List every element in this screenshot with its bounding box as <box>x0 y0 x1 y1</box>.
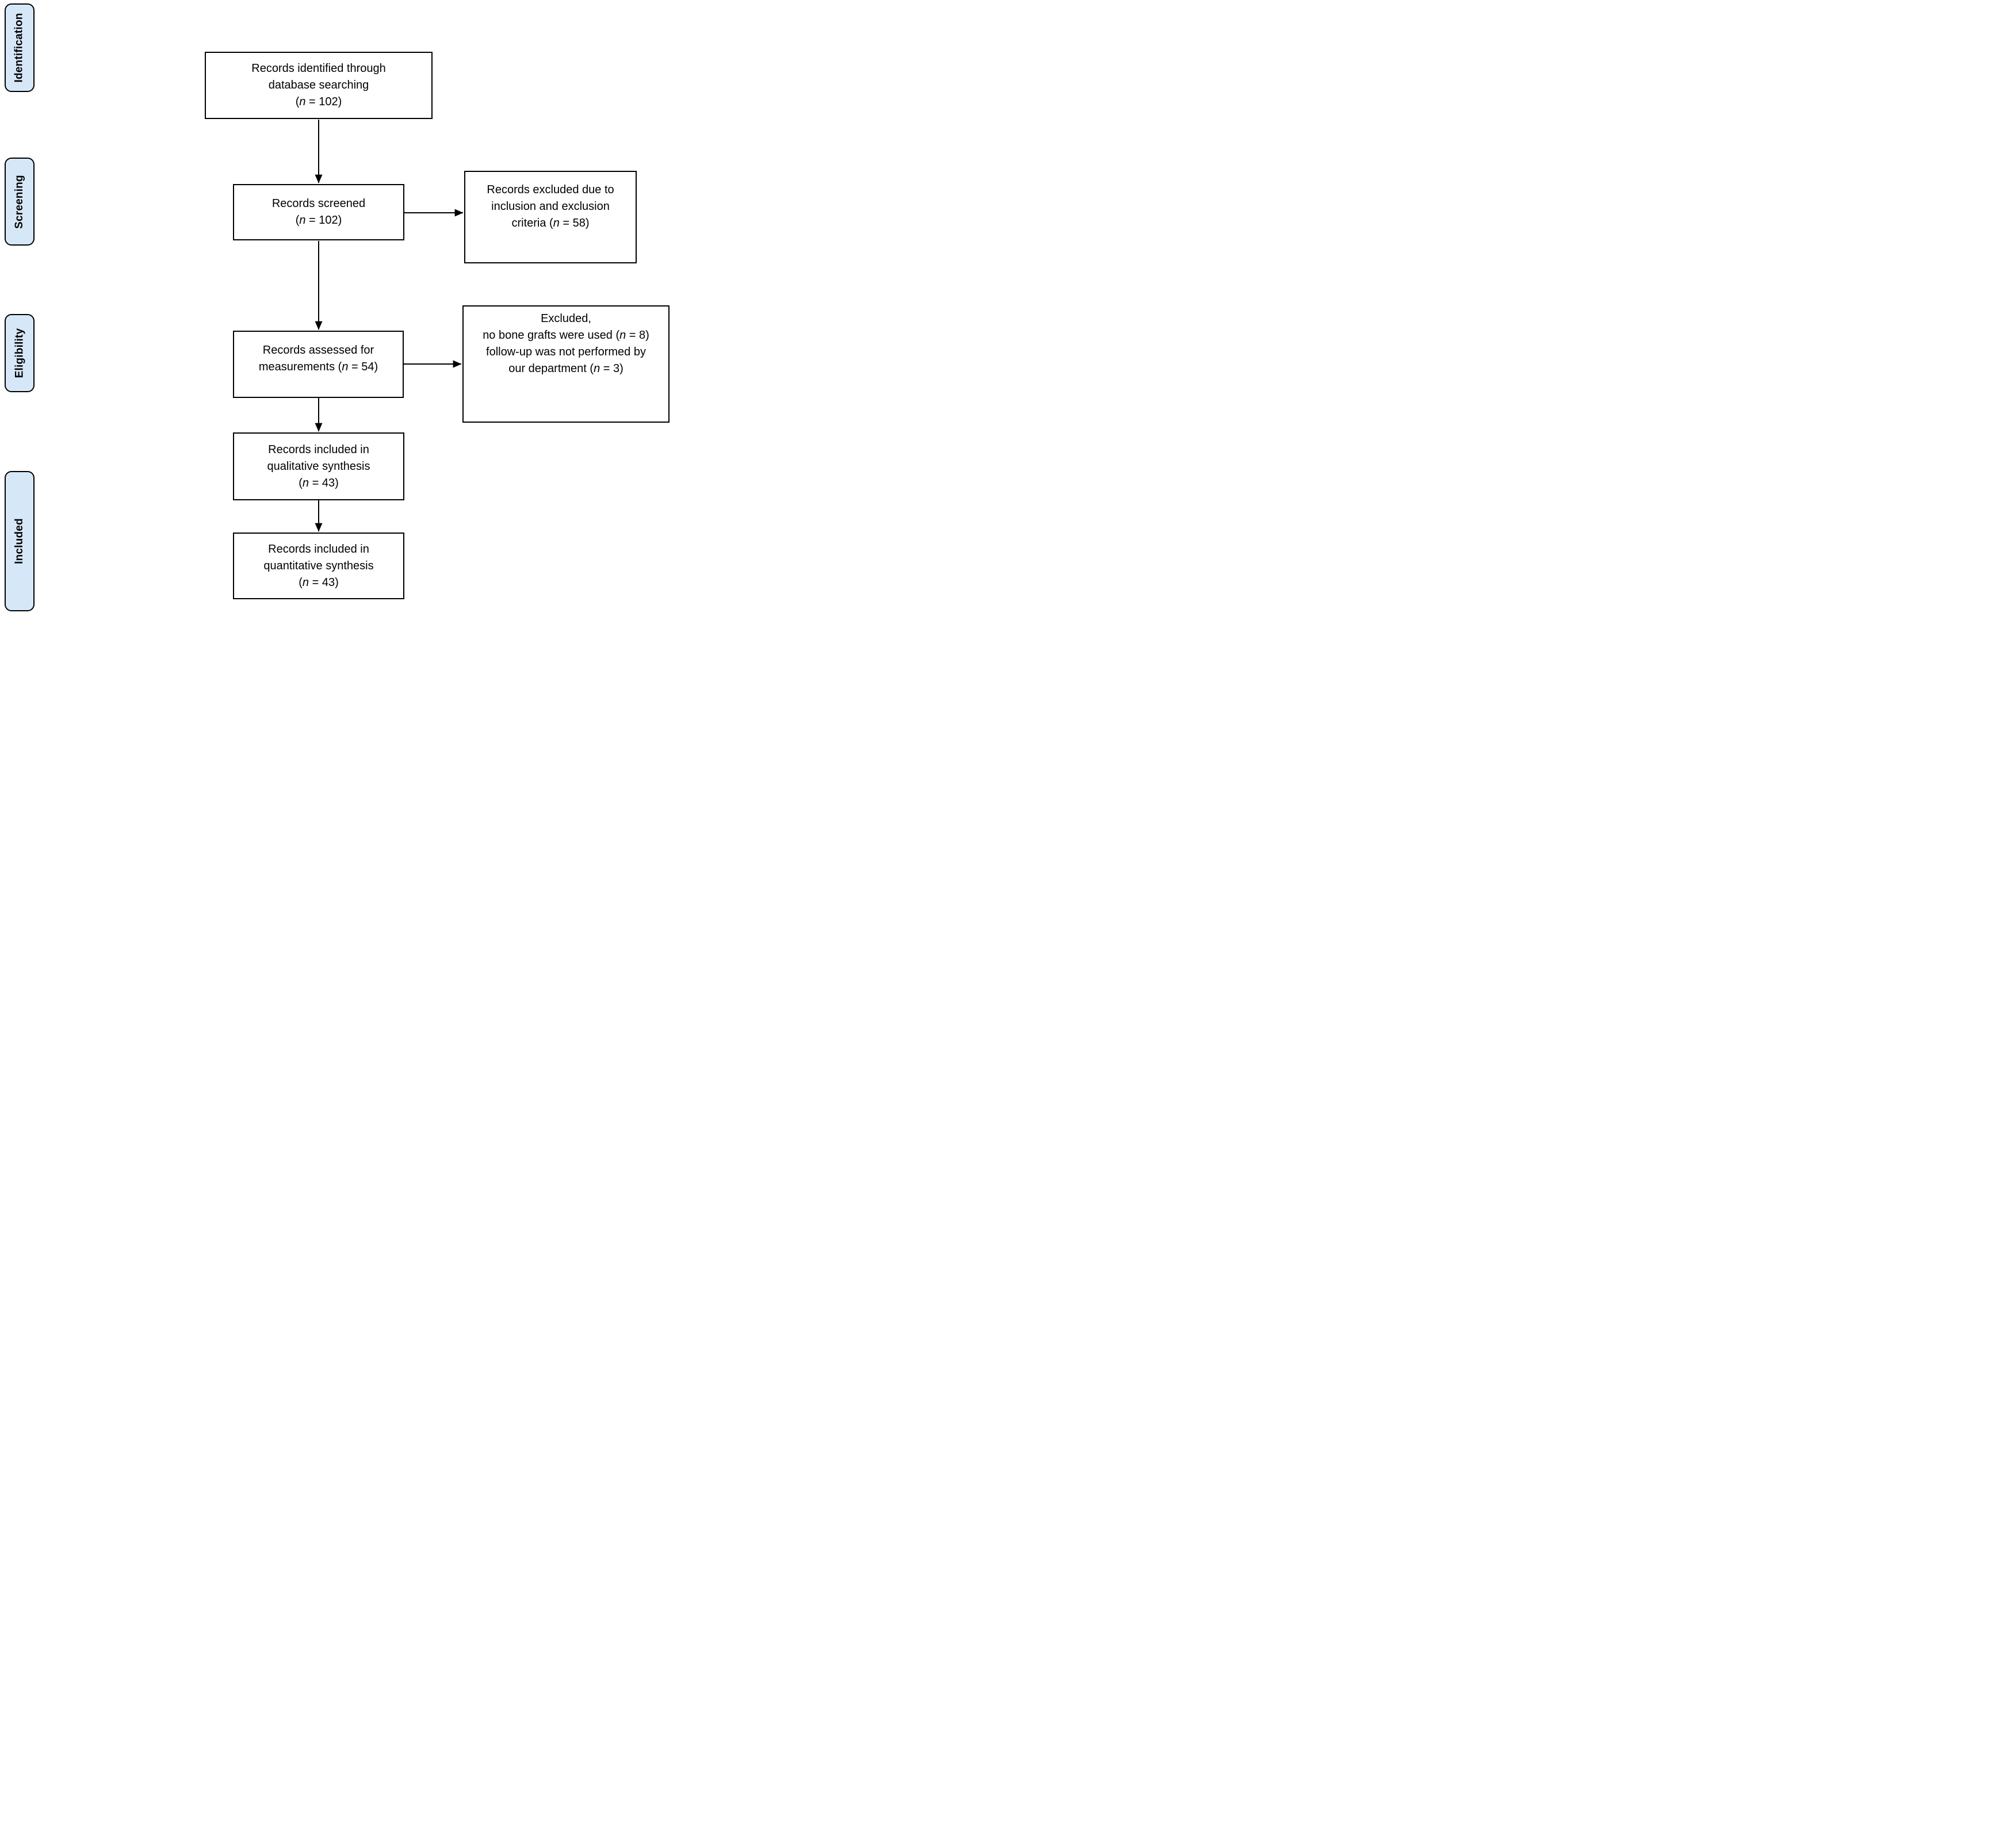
stage-label-eligibility: Eligibility <box>5 314 35 392</box>
flow-box-records-identified: Records identified through database searc… <box>205 52 433 119</box>
box-text-line: Records identified through <box>251 62 386 75</box>
box-text-line: (n = 102) <box>295 214 342 227</box>
box-text-line: inclusion and exclusion <box>491 200 610 213</box>
box-text-line: qualitative synthesis <box>267 459 370 473</box>
box-text-line: (n = 43) <box>299 476 339 489</box>
flow-box-qualitative-synthesis: Records included in qualitative synthesis… <box>233 432 404 500</box>
stage-label-identification: Identification <box>5 3 35 92</box>
box-text-line: measurements (n = 54) <box>258 360 378 373</box>
exclusion-box-eligibility: Excluded, no bone grafts were used (n = 8… <box>462 305 670 423</box>
box-text-line: our department (n = 3) <box>508 362 623 375</box>
box-text-line: no bone grafts were used (n = 8) <box>483 329 649 342</box>
stage-label-included: Included <box>5 471 35 611</box>
stage-label-text: Identification <box>13 13 25 83</box>
flow-box-records-assessed: Records assessed for measurements (n = 54… <box>233 331 404 398</box>
box-text-line: Records screened <box>271 197 366 210</box>
box-text-line: follow-up was not performed by <box>486 346 646 358</box>
box-text-line: (n = 102) <box>295 95 342 108</box>
box-text-line: criteria (n = 58) <box>511 217 590 229</box>
stage-label-screening: Screening <box>5 158 35 246</box>
box-text-line: Records included in <box>268 542 369 556</box>
stage-label-text: Screening <box>13 174 26 229</box>
stage-label-text: Included <box>13 518 25 564</box>
flow-box-quantitative-synthesis: Records included in quantitative synthesi… <box>233 533 404 599</box>
exclusion-box-screening: Records excluded due to inclusion and exc… <box>464 171 637 263</box>
box-text-line: database searching <box>268 79 369 91</box>
box-text-line: quantitative synthesis <box>263 559 374 572</box>
flow-box-records-screened: Records screened (n = 102) <box>233 184 404 240</box>
prisma-flow-diagram: Identification Screening Eligibility Inc… <box>0 0 672 615</box>
box-text-line: (n = 43) <box>299 576 339 589</box>
box-text-line: Records assessed for <box>262 343 374 357</box>
stage-label-text: Eligibility <box>13 328 25 378</box>
box-text-line: Excluded, <box>541 312 591 325</box>
box-text-line: Records excluded due to <box>487 183 614 196</box>
box-text-line: Records included in <box>268 443 369 456</box>
